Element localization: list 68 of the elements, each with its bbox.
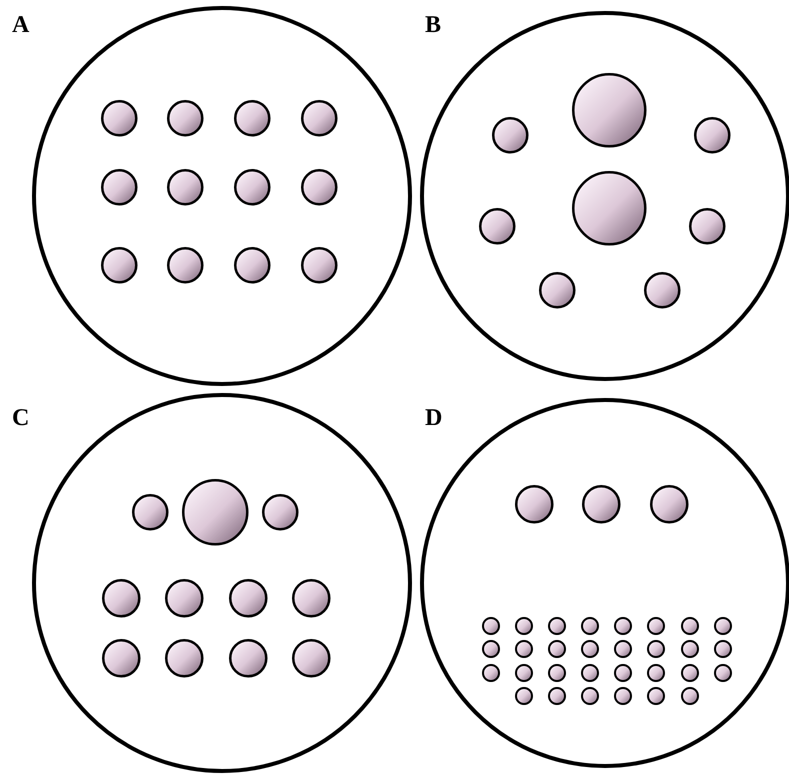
small-circle [515,664,533,682]
small-circle [614,617,632,635]
small-circle [582,484,620,524]
small-circle [164,638,204,678]
small-circle [482,664,500,682]
small-circle [164,578,204,618]
small-circle [681,687,699,705]
small-circle [515,640,533,658]
small-circle [482,640,500,658]
small-circle [714,664,732,682]
small-circle [614,640,632,658]
small-circle [548,617,566,635]
small-circle [234,100,270,136]
small-circle [681,617,699,635]
small-circle [548,687,566,705]
small-circle [548,640,566,658]
small-circle [515,687,533,705]
small-circle [581,687,599,705]
small-circle [132,494,168,530]
small-circle [681,640,699,658]
small-circle [102,578,140,618]
small-circle [182,478,248,546]
small-circle [262,494,298,530]
small-circle [572,170,646,246]
panel-letter: C [12,405,30,431]
small-circle [228,578,268,618]
small-circle [688,208,726,244]
small-circle [292,578,330,618]
small-circle [492,116,528,154]
small-circle [234,168,270,206]
small-circle [100,168,138,206]
small-circle [572,72,646,148]
small-circle [581,664,599,682]
small-circle [647,640,665,658]
small-circle [614,664,632,682]
small-circle [694,116,730,154]
small-circle [581,617,599,635]
small-circle [650,484,688,524]
small-circle [300,246,338,284]
small-circle [614,687,632,705]
small-circle [478,208,516,244]
small-circle [482,617,500,635]
small-circle [514,484,554,524]
small-circle [681,664,699,682]
small-circle [228,638,268,678]
small-circle [647,687,665,705]
small-circle [292,638,330,678]
small-circle [166,100,204,136]
small-circle [300,168,338,206]
small-circle [515,617,533,635]
panel-letter: D [425,405,442,431]
small-circle [647,617,665,635]
small-circle [166,168,204,206]
panel-letter: A [12,12,30,38]
small-circle [300,100,338,136]
small-circle [538,272,576,308]
small-circle [581,640,599,658]
small-circle [548,664,566,682]
small-circle [100,246,138,284]
small-circle [714,640,732,658]
small-circle [644,272,680,308]
small-circle [100,100,138,136]
small-circle [714,617,732,635]
small-circle [234,246,270,284]
small-circle [647,664,665,682]
panel-letter: B [425,12,442,38]
small-circle [166,246,204,284]
small-circle [102,638,140,678]
